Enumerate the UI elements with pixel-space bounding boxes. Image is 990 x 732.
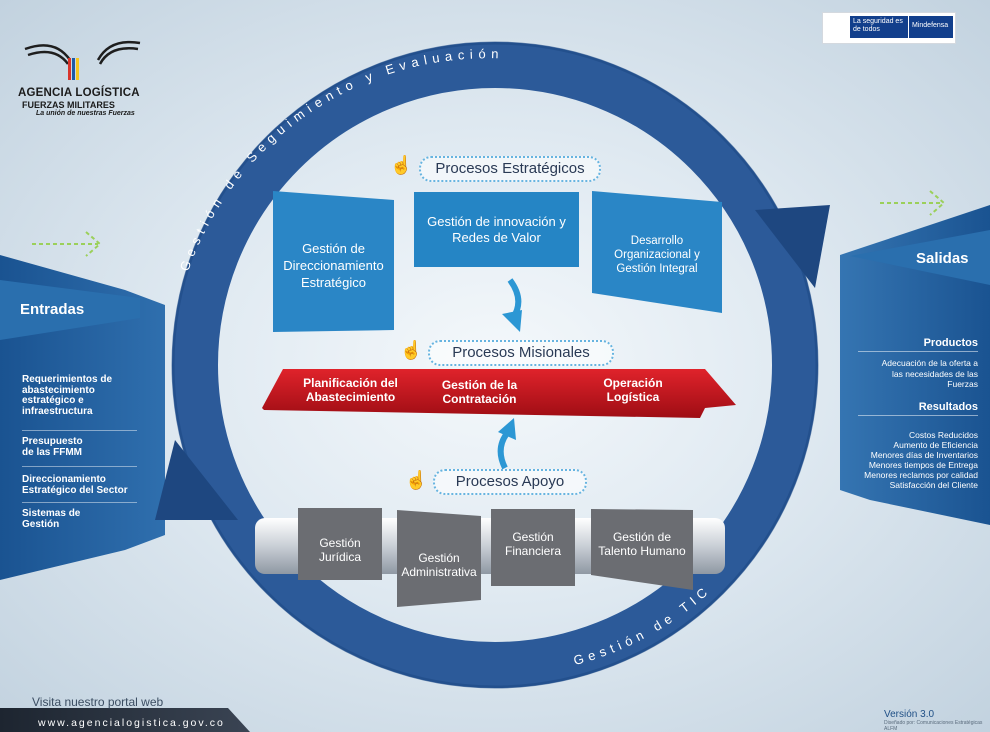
strategic-box-direccionamiento[interactable]: Gestión de Direccionamiento Estratégico (283, 240, 384, 290)
mission-planificacion[interactable]: Planificación del Abastecimiento (303, 376, 398, 404)
misionales-header[interactable]: Procesos Misionales (428, 340, 614, 366)
mission-operacion[interactable]: Operación Logística (603, 376, 663, 404)
support-box-1-shape (298, 508, 382, 580)
design-credit: Diseñado por: Comunicaciones Estratégica… (884, 720, 983, 732)
support-box-talento[interactable]: Gestión de Talento Humano (598, 530, 686, 558)
salidas-divider (858, 415, 978, 416)
support-box-financiera[interactable]: Gestión Financiera (504, 530, 562, 558)
salidas-head (850, 230, 990, 285)
strategic-box-2-shape (414, 192, 579, 267)
support-box-juridica[interactable]: Gestión Jurídica (318, 536, 362, 564)
footer-bar (0, 708, 250, 732)
ring-arrowhead-left (155, 440, 238, 520)
entradas-title: Entradas (20, 301, 85, 318)
productos-title: Productos (923, 337, 978, 349)
entradas-divider (22, 430, 137, 431)
entradas-item-4: Sistemas de Gestión (22, 508, 81, 530)
hand-pointer-icon: ☝ (405, 470, 428, 490)
resultado-2: Aumento de Eficiencia (893, 440, 978, 450)
ring-arrowhead-right (755, 205, 830, 288)
entradas-item-2: Presupuesto de las FFMM (22, 436, 83, 458)
resultados-title: Resultados (918, 401, 978, 413)
ring-bottom-label-path: Gestión de TIC (572, 582, 709, 668)
footer-visit: Visita nuestro portal web (32, 695, 164, 709)
entradas-divider (22, 466, 137, 467)
resultado-1: Costos Reducidos (909, 430, 978, 440)
strategic-box-3-shape (592, 191, 722, 313)
strategic-box-innovacion[interactable]: Gestión de innovación y Redes de Valor (427, 213, 566, 245)
process-ring (172, 42, 818, 688)
entradas-head (0, 280, 140, 340)
mission-band (262, 369, 736, 418)
hand-pointer-icon: ☝ (390, 155, 413, 175)
logo-title: AGENCIA LOGÍSTICA (18, 87, 140, 99)
salidas-panel (840, 205, 990, 525)
support-box-3-shape (491, 509, 575, 586)
gov-slogan: La seguridad es de todos (850, 16, 908, 38)
entradas-divider (22, 502, 137, 503)
ring-bottom-label: Gestión de TIC (572, 582, 714, 668)
entradas-panel (0, 255, 165, 580)
logo-tagline: La unión de nuestras Fuerzas (36, 110, 135, 117)
mission-contratacion[interactable]: Gestión de la Contratación (441, 378, 518, 406)
gov-ministry: Mindefensa (909, 16, 953, 38)
support-box-2-shape (397, 510, 481, 607)
salidas-arrow (880, 190, 946, 216)
hand-pointer-icon: ☝ (400, 340, 423, 360)
estrategicos-header[interactable]: Procesos Estratégicos (419, 156, 601, 182)
entradas-item-1: Requerimientos de abastecimiento estraté… (22, 374, 113, 417)
salidas-title: Salidas (916, 250, 969, 267)
footer-url-link[interactable]: www.agencialogistica.gov.co (38, 717, 225, 729)
entradas-item-3: Direccionamiento Estratégico del Sector (22, 474, 128, 496)
support-box-administrativa[interactable]: Gestión Administrativa (401, 551, 477, 579)
strategic-box-desarrollo[interactable]: Desarrollo Organizacional y Gestión Inte… (614, 235, 700, 275)
version-label: Versión 3.0 (884, 709, 935, 720)
support-box-4-shape (591, 509, 693, 590)
resultado-5: Menores reclamos por calidad (864, 470, 978, 480)
strategic-box-1-shape (273, 191, 394, 332)
resultado-6: Satisfacción del Cliente (889, 480, 978, 490)
entradas-arrow (32, 231, 102, 257)
apoyo-header[interactable]: Procesos Apoyo (433, 469, 587, 495)
resultado-3: Menores días de Inventarios (870, 450, 978, 460)
productos-text: Adecuación de la oferta a las necesidade… (881, 358, 978, 389)
logo-wings-icon (24, 40, 141, 65)
logo-subtitle: FUERZAS MILITARES (22, 100, 115, 110)
resultado-4: Menores tiempos de Entrega (868, 460, 978, 470)
salidas-divider (858, 351, 978, 352)
